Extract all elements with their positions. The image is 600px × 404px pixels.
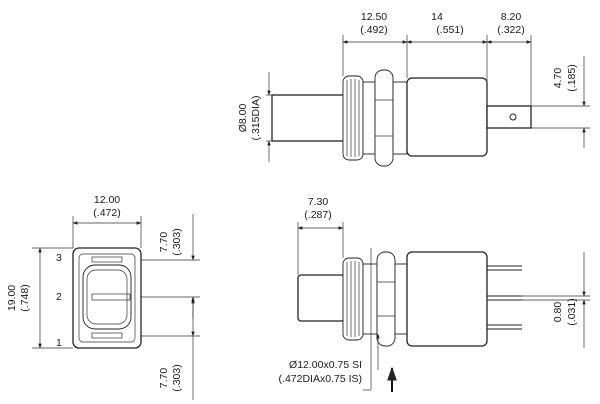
side-hex-nut	[376, 251, 396, 347]
side-flange-nut	[342, 257, 364, 341]
dim-12-50-value: 12.50	[361, 11, 387, 23]
side-view: 7.30 (.287) 0.80 (.031) Ø12.00x0.75 SI (…	[279, 196, 590, 392]
front-view: 3 2 1 12.00 (.472) 19.00 (.748) 7.70 (.3…	[6, 194, 200, 400]
dim-8-20-value: 8.20	[501, 11, 522, 23]
top-terminal	[486, 105, 532, 129]
dim-4-70-inch: (.185)	[566, 64, 578, 91]
top-hex-nut	[374, 69, 394, 167]
top-flange-nut	[342, 75, 364, 161]
dim-12-50-inch: (.492)	[360, 24, 387, 36]
dim-8-00-dia-inch: (.315DIA)	[250, 96, 262, 141]
dim-0-80-value: 0.80	[552, 302, 564, 323]
top-housing	[406, 77, 488, 157]
dim-19-00-inch: (.748)	[19, 284, 31, 311]
dim-7-30-value: 7.30	[308, 196, 329, 208]
dim-14-value: 14	[431, 11, 443, 23]
pin-label-3: 3	[56, 252, 62, 264]
dim-19-00-value: 19.00	[6, 285, 18, 311]
dim-8-20-inch: (.322)	[497, 24, 524, 36]
top-view: 12.50 (.492) 14 (.551) 8.20 (.322) 4.70 …	[237, 11, 590, 167]
dim-7-70-top-inch: (.303)	[171, 228, 183, 255]
pin-label-1: 1	[56, 337, 62, 349]
thread-note-inch: (.472DIAx0.75 IS)	[279, 373, 362, 385]
dim-7-70-bottom-value: 7.70	[158, 368, 170, 389]
side-housing	[406, 251, 488, 347]
pin-label-2: 2	[56, 291, 62, 303]
thread-note-metric: Ø12.00x0.75 SI	[289, 359, 362, 371]
dim-12-00-value: 12.00	[94, 194, 120, 206]
side-plunger	[297, 274, 345, 322]
side-bushing	[362, 263, 378, 335]
top-bushing	[362, 81, 376, 155]
dim-7-70-top-value: 7.70	[158, 232, 170, 253]
front-button-face	[82, 264, 132, 330]
dim-8-00-dia-value: Ø8.00	[237, 104, 249, 133]
dim-7-70-bottom-inch: (.303)	[171, 364, 183, 391]
top-plunger	[271, 94, 345, 142]
dim-14-inch: (.551)	[436, 24, 463, 36]
dim-7-30-inch: (.287)	[304, 209, 331, 221]
dim-4-70-value: 4.70	[552, 68, 564, 89]
dim-12-00-inch: (.472)	[93, 207, 120, 219]
dim-0-80-inch: (.031)	[566, 298, 578, 325]
